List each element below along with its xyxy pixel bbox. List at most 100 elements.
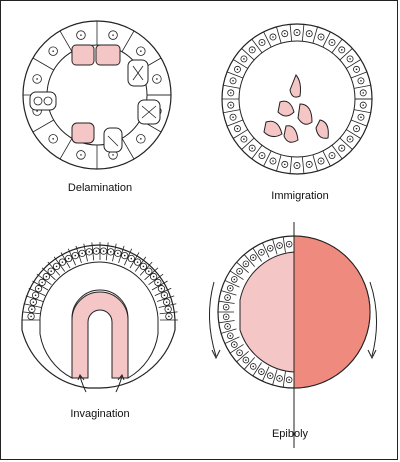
nucleolus xyxy=(61,261,64,263)
cell-wall xyxy=(353,84,371,89)
nucleolus xyxy=(283,163,286,166)
nucleolus xyxy=(331,154,333,157)
nucleolus xyxy=(142,265,145,268)
nucleolus xyxy=(156,78,158,80)
epiboly-gastrula xyxy=(208,222,378,448)
nucleolus xyxy=(308,163,311,166)
ingressing-cell xyxy=(289,74,301,98)
cell-wall xyxy=(236,261,249,274)
nucleolus xyxy=(163,294,166,297)
cell-wall xyxy=(350,119,368,127)
cell-wall xyxy=(229,270,244,280)
cell-wall xyxy=(263,31,272,48)
nucleolus xyxy=(229,287,232,290)
nucleolus xyxy=(245,359,247,361)
nucleolus xyxy=(308,32,311,35)
cell-wall xyxy=(339,48,353,61)
nucleolus xyxy=(272,36,274,38)
nucleolus xyxy=(341,49,343,51)
immigration-blastula xyxy=(221,23,373,175)
nucleolus xyxy=(112,154,114,156)
cell-wall xyxy=(276,26,282,44)
nucleolus xyxy=(140,138,142,140)
cell-wall xyxy=(322,150,331,167)
nucleolus xyxy=(261,154,263,157)
dividing-cell xyxy=(29,91,57,111)
nucleolus xyxy=(252,256,255,259)
nucleolus xyxy=(238,351,241,354)
cell-wall xyxy=(241,48,255,61)
nucleolus xyxy=(36,110,38,112)
nucleolus xyxy=(117,252,119,255)
cell-wall xyxy=(312,26,318,44)
delaminating-cell xyxy=(95,44,121,66)
cell-wall xyxy=(241,137,255,150)
nucleolus xyxy=(288,243,290,245)
delaminating-cell xyxy=(71,122,95,144)
cell-wall xyxy=(59,138,73,160)
ingressing-cell xyxy=(277,100,295,117)
cell-wall xyxy=(236,350,249,363)
arrow-left xyxy=(79,375,87,393)
nucleolus xyxy=(109,251,112,253)
nucleolus xyxy=(67,257,70,260)
nucleolus xyxy=(136,261,139,263)
nucleolus xyxy=(272,160,274,162)
nucleolus xyxy=(233,343,236,346)
nucleolus xyxy=(278,244,281,247)
nucleolus xyxy=(102,250,105,252)
nucleolus xyxy=(355,68,358,71)
cell-wall xyxy=(289,156,293,174)
nucleolus xyxy=(320,36,322,38)
nucleolus xyxy=(238,270,241,273)
nucleolus xyxy=(232,116,234,118)
nucleolus xyxy=(80,154,82,156)
cell-wall xyxy=(218,300,235,304)
nucleolus xyxy=(243,138,245,140)
arrow-right xyxy=(115,375,123,393)
cell-wall xyxy=(220,328,237,334)
nucleolus xyxy=(41,281,43,284)
mitotic-cell xyxy=(137,99,161,125)
delamination-blastula xyxy=(22,20,172,170)
ingressing-cell xyxy=(263,120,283,138)
label-epiboly: Epiboly xyxy=(271,428,309,440)
nucleolus xyxy=(331,41,333,44)
cell-wall xyxy=(331,145,343,160)
nucleolus xyxy=(52,50,54,52)
nucleolus xyxy=(283,32,286,35)
cell-wall xyxy=(220,290,237,296)
nucleolus xyxy=(130,257,133,260)
cell-wall xyxy=(251,145,263,160)
nucleolus xyxy=(37,287,40,290)
invaginating-endoderm xyxy=(71,291,129,379)
arrow-left xyxy=(208,281,217,357)
cell-wall xyxy=(233,59,248,69)
ingressing-cell xyxy=(315,119,329,139)
nucleolus xyxy=(55,265,58,268)
ingressing-cell xyxy=(297,103,313,125)
nucleolus xyxy=(296,31,298,34)
nucleolus xyxy=(34,294,37,297)
nucleolus xyxy=(251,147,253,149)
nucleolus xyxy=(167,308,169,311)
delaminating-cell xyxy=(71,44,95,66)
nucleolus xyxy=(225,306,227,308)
nucleolus xyxy=(31,308,33,311)
nucleolus xyxy=(243,58,245,60)
cell-wall xyxy=(353,109,371,114)
cell-wall xyxy=(276,154,282,172)
nucleolus xyxy=(152,275,155,278)
nucleolus xyxy=(50,270,53,273)
nucleolus xyxy=(269,374,272,377)
nucleolus xyxy=(232,80,234,82)
nucleolus xyxy=(147,270,150,273)
nucleolus xyxy=(233,278,236,281)
nucleolus xyxy=(160,287,163,290)
invagination-gastrula xyxy=(21,242,178,393)
nucleolus xyxy=(236,68,239,71)
nucleolus xyxy=(123,254,126,257)
nucleolus xyxy=(226,296,229,299)
